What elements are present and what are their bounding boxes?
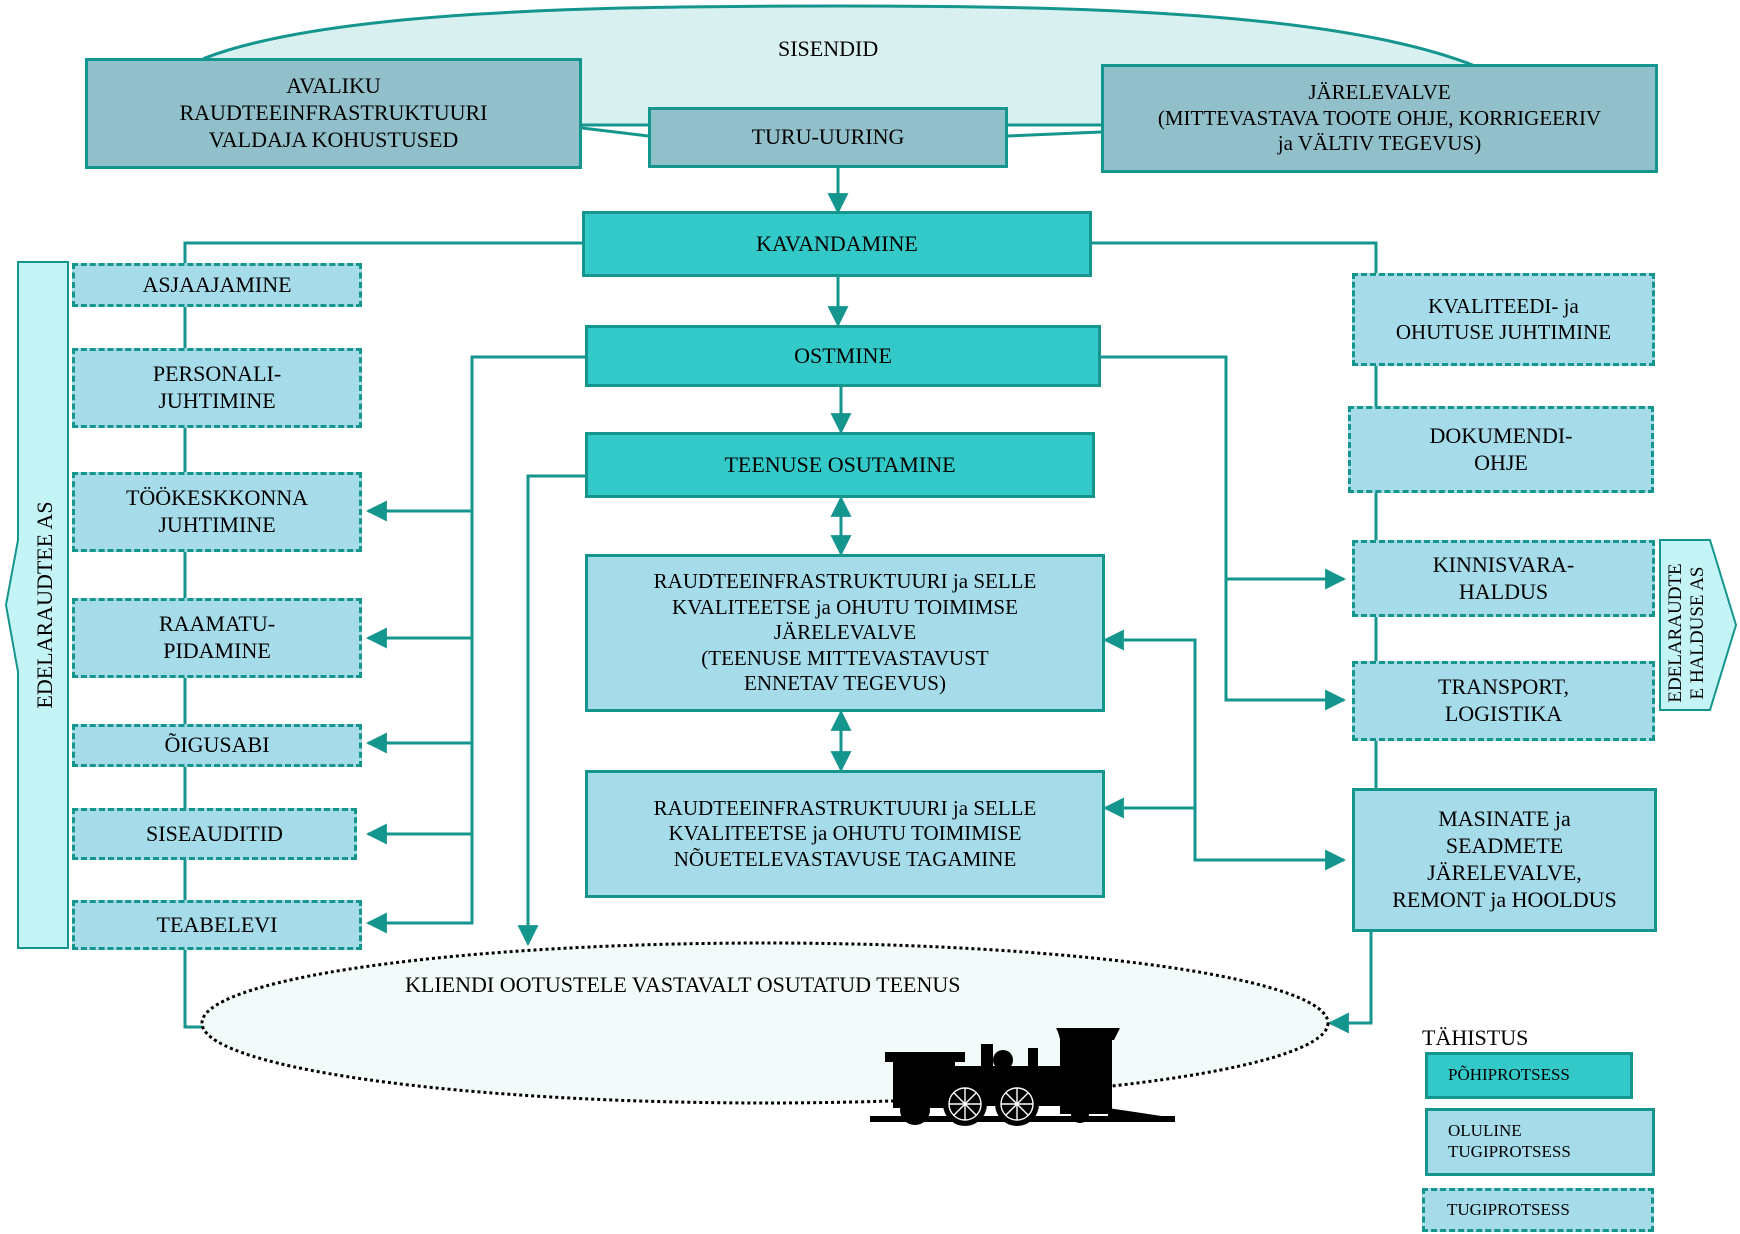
market-research-box: TURU-UURING bbox=[648, 107, 1008, 168]
support-item-communication: TEABELEVI bbox=[72, 900, 362, 950]
support-item-transport: TRANSPORT, LOGISTIKA bbox=[1352, 661, 1655, 741]
support-item-machinery: MASINATE ja SEADMETE JÄRELEVALVE, REMONT… bbox=[1352, 788, 1657, 932]
left-org-label: EDELARAUDTEE AS bbox=[32, 501, 58, 709]
support-item-accounting: RAAMATU- PIDAMINE bbox=[72, 598, 362, 678]
support-item-hr: PERSONALI- JUHTIMINE bbox=[72, 348, 362, 428]
legend-support: TUGIPROTSESS bbox=[1422, 1188, 1654, 1232]
support-item-quality-safety: KVALITEEDI- ja OHUTUSE JUHTIMINE bbox=[1352, 273, 1655, 366]
support-item-document-control: DOKUMENDI- OHJE bbox=[1348, 406, 1654, 493]
support-item-internal-audits: SISEAUDITID bbox=[72, 808, 357, 860]
legend-important-support: OLULINE TUGIPROTSESS bbox=[1425, 1108, 1655, 1176]
supervision-box: RAUDTEEINFRASTRUKTUURI ja SELLE KVALITEE… bbox=[585, 554, 1105, 712]
support-item-legal: ÕIGUSABI bbox=[72, 724, 362, 767]
support-item-work-environment: TÖÖKESKKONNA JUHTIMINE bbox=[72, 472, 362, 552]
support-item-real-estate: KINNISVARA- HALDUS bbox=[1352, 540, 1655, 617]
obligations-box: AVALIKU RAUDTEEINFRASTRUKTUURI VALDAJA K… bbox=[85, 58, 582, 169]
legend-main-process: PÕHIPROTSESS bbox=[1425, 1052, 1633, 1099]
inputs-label: SISENDID bbox=[778, 36, 879, 61]
planning-box: KAVANDAMINE bbox=[582, 211, 1092, 277]
output-ellipse bbox=[200, 941, 1330, 1105]
compliance-box: RAUDTEEINFRASTRUKTUURI ja SELLE KVALITEE… bbox=[585, 770, 1105, 898]
support-item-records: ASJAAJAMINE bbox=[72, 263, 362, 307]
legend-title: TÄHISTUS bbox=[1422, 1025, 1529, 1050]
output-label: KLIENDI OOTUSTELE VASTAVALT OSUTATUD TEE… bbox=[405, 972, 961, 997]
right-org-label: EDELARAUDTE E HALDUSE AS bbox=[1665, 563, 1708, 703]
left-org-arrow bbox=[4, 261, 69, 949]
service-box: TEENUSE OSUTAMINE bbox=[585, 432, 1095, 498]
follow-up-box: JÄRELEVALVE (MITTEVASTAVA TOOTE OHJE, KO… bbox=[1101, 64, 1658, 173]
purchasing-box: OSTMINE bbox=[585, 325, 1101, 387]
right-org-arrow bbox=[1659, 539, 1738, 711]
locomotive-wheel-spokes bbox=[948, 1087, 1034, 1121]
